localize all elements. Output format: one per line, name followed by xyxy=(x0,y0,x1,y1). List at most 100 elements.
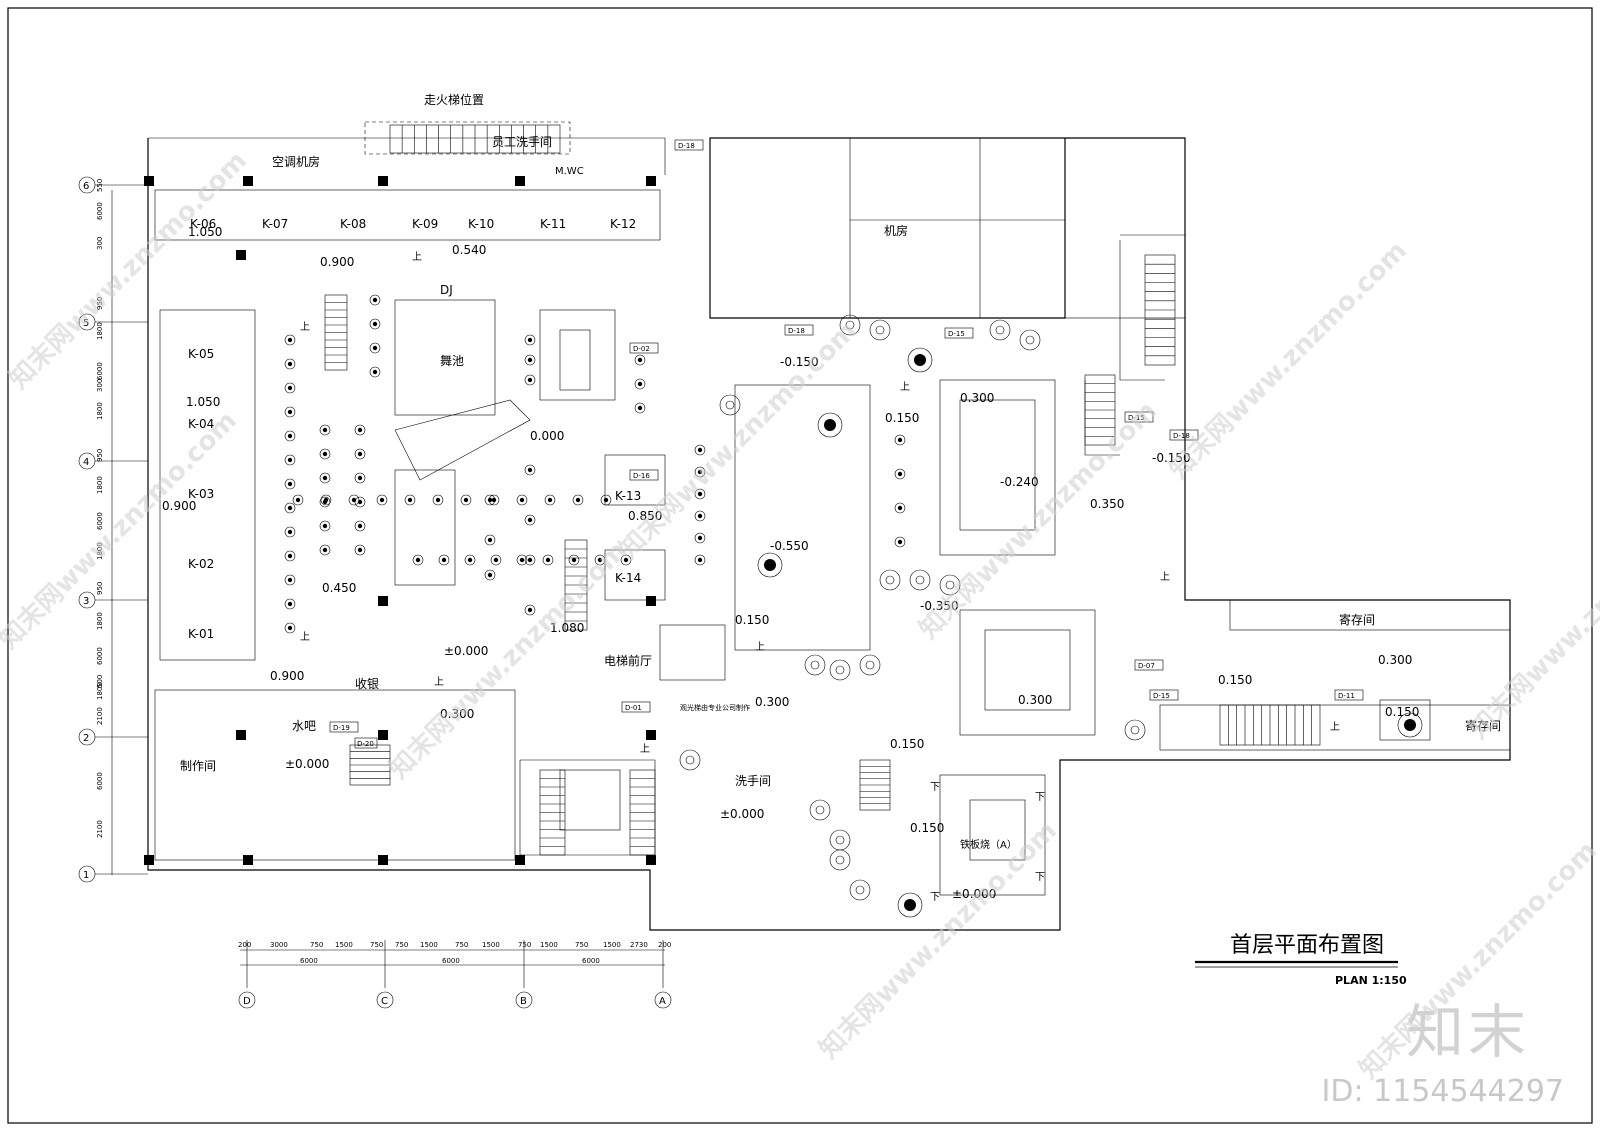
plant-symbol xyxy=(839,314,861,336)
svg-text:D-16: D-16 xyxy=(633,472,650,480)
seat-symbol xyxy=(354,544,366,556)
detail-tag: D-07 xyxy=(1134,659,1164,671)
svg-text:D-20: D-20 xyxy=(357,740,374,748)
svg-text:1: 1 xyxy=(83,870,89,881)
plant-symbol xyxy=(989,319,1011,341)
level-mark: 0.300 xyxy=(440,707,474,721)
feature-symbol xyxy=(907,347,933,373)
dimension-text: 1800 xyxy=(96,682,104,700)
seat-symbol xyxy=(524,374,536,386)
dimension-text: 1500 xyxy=(335,941,353,949)
plant-symbol xyxy=(804,654,826,676)
label-elevator-note: 观光梯由专业公司制作 xyxy=(680,703,750,712)
label-dance-floor: 舞池 xyxy=(440,354,464,368)
stair-flight xyxy=(349,744,391,786)
seat-symbol xyxy=(284,406,296,418)
dimension-text: 6000 xyxy=(96,512,104,530)
svg-text:D-19: D-19 xyxy=(333,724,350,732)
svg-text:B: B xyxy=(520,996,527,1007)
booth-label: K-01 xyxy=(188,627,214,641)
level-mark: 0.300 xyxy=(755,695,789,709)
dimension-text: 1800 xyxy=(96,322,104,340)
seat-symbol xyxy=(319,544,331,556)
up-mark: 上 xyxy=(300,321,310,333)
seat-symbol xyxy=(284,574,296,586)
detail-tag: D-15 xyxy=(944,327,974,339)
plant-symbol xyxy=(829,829,851,851)
svg-text:D-18: D-18 xyxy=(788,327,805,335)
drawing-title: 首层平面布置图 xyxy=(1230,933,1384,958)
level-mark: 1.050 xyxy=(188,225,222,239)
detail-tag: D-15 xyxy=(1149,689,1179,701)
watermark-text: 知末网www.znzmo.com xyxy=(0,406,243,655)
down-mark: 下 xyxy=(1035,872,1045,883)
booth-label: K-04 xyxy=(188,417,214,431)
plant-symbol xyxy=(829,659,851,681)
dimension-total: 6000 xyxy=(300,957,318,965)
booth-label: K-07 xyxy=(262,217,288,231)
up-mark: 上 xyxy=(300,631,310,643)
seat-symbol xyxy=(284,334,296,346)
dimension-total: 6000 xyxy=(442,957,460,965)
dimension-text: 750 xyxy=(395,941,408,949)
seat-symbol xyxy=(694,532,706,544)
label-teppanyaki: 铁板烧（A） xyxy=(960,838,1017,851)
level-mark: ±0.000 xyxy=(444,644,488,658)
dimension-text: 200 xyxy=(658,941,671,949)
svg-text:D-02: D-02 xyxy=(633,345,650,353)
seating-symbols xyxy=(284,294,1423,918)
dimension-text: 1800 xyxy=(96,476,104,494)
up-mark: 上 xyxy=(412,251,422,263)
level-mark: 0.450 xyxy=(322,581,356,595)
seat-symbol xyxy=(292,494,304,506)
booth-label: K-06 xyxy=(190,217,216,231)
detail-tag: D-16 xyxy=(629,469,659,481)
plant-symbol xyxy=(849,879,871,901)
stair-flight xyxy=(324,294,348,371)
dimension-text: 1800 xyxy=(96,612,104,630)
seat-symbol xyxy=(600,494,612,506)
booth-label: K-14 xyxy=(615,571,641,585)
dimension-text: 300 xyxy=(96,237,104,250)
level-mark: 0.350 xyxy=(1090,497,1124,511)
stair-flight xyxy=(1144,254,1176,366)
booth-label: K-02 xyxy=(188,557,214,571)
seat-symbol xyxy=(284,502,296,514)
seat-symbol xyxy=(284,430,296,442)
dimension-text: 2730 xyxy=(630,941,648,949)
seat-symbol xyxy=(284,622,296,634)
seat-symbol xyxy=(284,454,296,466)
plant-symbol xyxy=(809,799,831,821)
seat-symbol xyxy=(572,494,584,506)
up-mark: 上 xyxy=(755,641,765,653)
dimension-text: 1500 xyxy=(420,941,438,949)
svg-text:D-07: D-07 xyxy=(1138,662,1155,670)
dimension-text: 950 xyxy=(96,297,104,310)
dimension-text: 300 xyxy=(96,379,104,392)
up-mark: 上 xyxy=(640,743,650,755)
seat-symbol xyxy=(634,402,646,414)
feature-symbol xyxy=(1397,712,1423,738)
dimension-text: 6000 xyxy=(96,362,104,380)
detail-tag: D-11 xyxy=(1334,689,1364,701)
label-aircon: 空调机房 xyxy=(272,154,320,169)
dimension-text: 3000 xyxy=(270,941,288,949)
label-dj: DJ xyxy=(440,283,453,297)
dimension-text: 6000 xyxy=(96,202,104,220)
seat-symbol xyxy=(544,494,556,506)
detail-tag: D-02 xyxy=(629,342,659,354)
dimension-text: 750 xyxy=(518,941,531,949)
level-mark: 0.150 xyxy=(910,821,944,835)
label-water-bar: 水吧 xyxy=(292,719,316,733)
level-mark: 0.150 xyxy=(890,737,924,751)
detail-tag: D-18 xyxy=(784,324,814,336)
svg-text:3: 3 xyxy=(83,596,89,607)
axis-bubble: 3 xyxy=(78,591,96,609)
seat-symbol xyxy=(369,342,381,354)
seat-symbol xyxy=(319,472,331,484)
seat-symbol xyxy=(484,494,496,506)
seat-symbol xyxy=(376,494,388,506)
plant-symbol xyxy=(909,569,931,591)
watermark-text: 知末网www.znzmo.com xyxy=(814,816,1063,1065)
